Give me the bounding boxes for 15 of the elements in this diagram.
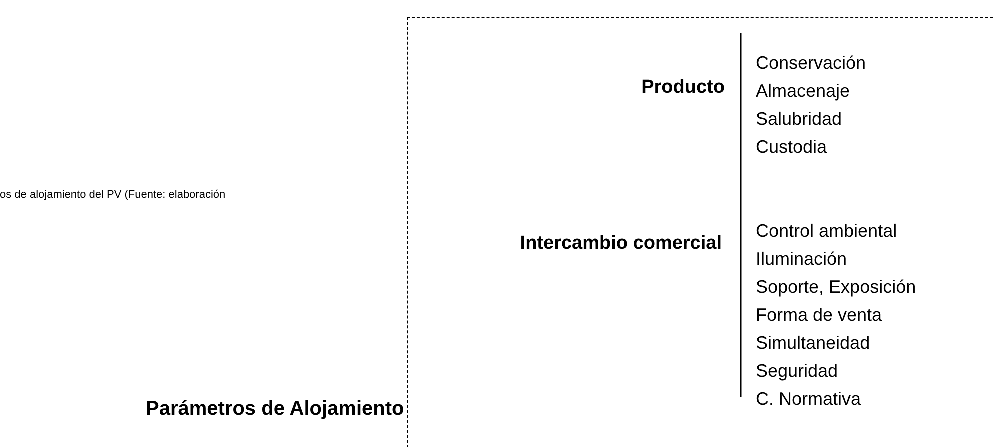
list-item: Conservación — [756, 53, 866, 74]
list-item: Almacenaje — [756, 81, 850, 102]
frame-heading: Parámetros de Alojamiento — [146, 398, 404, 421]
list-item: Simultaneidad — [756, 333, 870, 354]
list-item: Salubridad — [756, 109, 842, 130]
list-item: C. Normativa — [756, 389, 862, 410]
list-item: Forma de venta — [756, 305, 882, 326]
list-item: Seguridad — [756, 361, 838, 382]
list-item: Iluminación — [756, 249, 848, 270]
group-heading: Producto — [642, 77, 725, 99]
group-heading: Intercambio comercial — [520, 233, 722, 255]
list-item: Soporte, Exposición — [756, 277, 916, 298]
list-item: Custodia — [756, 137, 828, 158]
list-item: Control ambiental — [756, 221, 898, 242]
caption-text: os de alojamiento del PV (Fuente: elaboración — [0, 189, 226, 201]
